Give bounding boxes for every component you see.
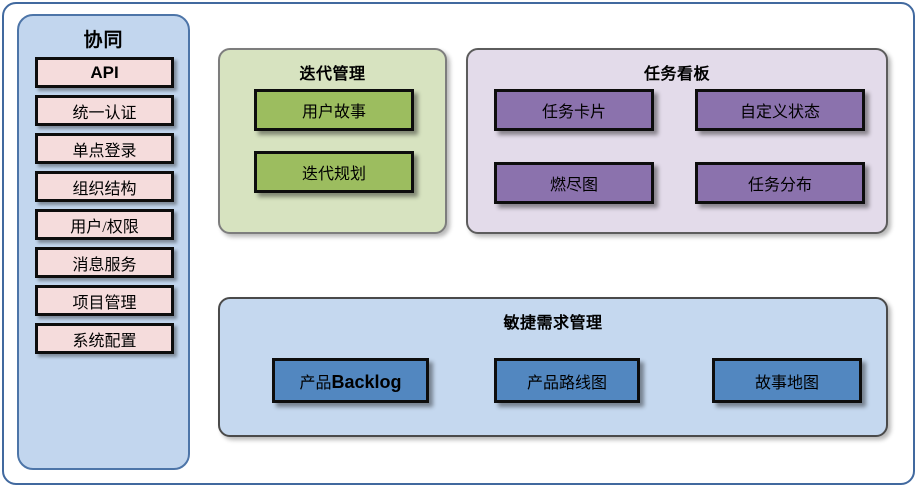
node-product-roadmap[interactable]: 产品路线图	[494, 358, 640, 403]
sidebar-item-org-structure[interactable]: 组织结构	[35, 171, 174, 202]
node-label: 产品Backlog	[299, 369, 401, 393]
sidebar-item-label: 用户/权限	[70, 218, 139, 236]
panel-iteration-management: 迭代管理 用户故事 迭代规划	[218, 48, 447, 234]
panel-title-task-board: 任务看板	[643, 66, 710, 83]
node-iteration-plan[interactable]: 迭代规划	[254, 151, 414, 193]
node-user-story[interactable]: 用户故事	[254, 89, 414, 131]
sidebar-item-user-permission[interactable]: 用户/权限	[35, 209, 174, 240]
node-burndown-chart[interactable]: 燃尽图	[494, 162, 654, 204]
sidebar-item-label: 统一认证	[72, 104, 137, 122]
panel-task-board: 任务看板 任务卡片 自定义状态 燃尽图 任务分布	[466, 48, 888, 234]
node-product-backlog[interactable]: 产品Backlog	[272, 358, 429, 403]
sidebar-panel-collaboration: 协同 API 统一认证 单点登录 组织结构 用户/权限 消息服务 项目管理	[17, 14, 190, 470]
node-label: 自定义状态	[739, 104, 820, 121]
sidebar-item-label: 系统配置	[72, 332, 137, 350]
sidebar-item-label: 组织结构	[72, 180, 137, 198]
panel-title-iteration-management: 迭代管理	[299, 66, 366, 83]
node-story-map[interactable]: 故事地图	[712, 358, 862, 403]
sidebar-item-message-service[interactable]: 消息服务	[35, 247, 174, 278]
sidebar-item-single-sign-on[interactable]: 单点登录	[35, 133, 174, 164]
node-label-cjk: 产品	[299, 374, 332, 392]
sidebar-item-label: API	[90, 62, 119, 82]
node-custom-status[interactable]: 自定义状态	[695, 89, 865, 131]
node-label: 用户故事	[301, 104, 366, 121]
sidebar-item-api[interactable]: API	[35, 57, 174, 88]
node-label: 产品路线图	[526, 374, 607, 392]
sidebar-item-project-management[interactable]: 项目管理	[35, 285, 174, 316]
node-label: 故事地图	[754, 374, 819, 392]
sidebar-item-list: API 统一认证 单点登录 组织结构 用户/权限 消息服务 项目管理 系统配置	[35, 57, 174, 361]
sidebar-item-system-config[interactable]: 系统配置	[35, 323, 174, 354]
outer-frame	[2, 2, 915, 485]
panel-agile-requirement-management: 敏捷需求管理 产品Backlog 产品路线图 故事地图	[218, 297, 888, 437]
node-label-latin: Backlog	[331, 371, 402, 392]
node-label: 迭代规划	[301, 166, 366, 183]
node-label: 燃尽图	[549, 177, 598, 194]
sidebar-item-label: 项目管理	[72, 294, 137, 312]
node-task-card[interactable]: 任务卡片	[494, 89, 654, 131]
node-label: 任务分布	[747, 177, 812, 194]
node-task-distribution[interactable]: 任务分布	[695, 162, 865, 204]
sidebar-title: 协同	[83, 30, 124, 51]
sidebar-item-label: 单点登录	[72, 142, 137, 160]
sidebar-item-label: 消息服务	[72, 256, 137, 274]
node-label: 任务卡片	[541, 104, 606, 121]
sidebar-item-unified-auth[interactable]: 统一认证	[35, 95, 174, 126]
panel-title-agile-requirement-management: 敏捷需求管理	[503, 315, 603, 332]
